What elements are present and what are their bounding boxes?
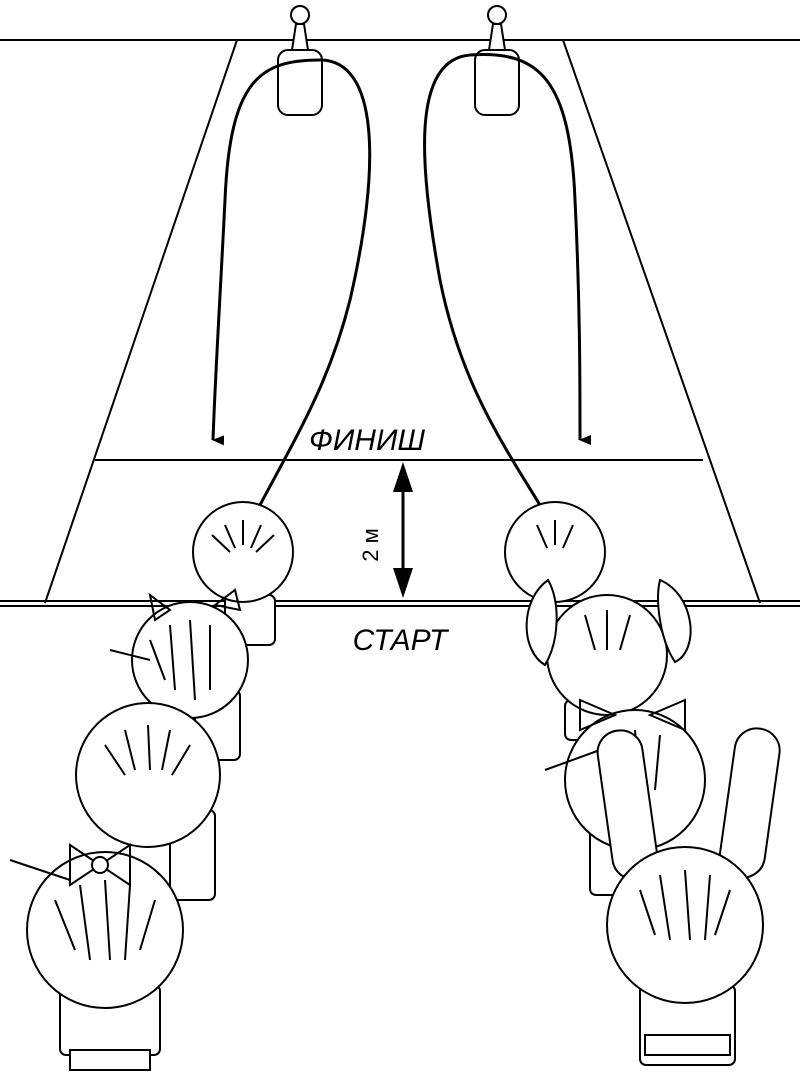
finish-label: ФИНИШ — [309, 424, 425, 457]
child-right-4 — [596, 727, 781, 1066]
pin-left — [277, 5, 323, 116]
distance-label: 2 м — [358, 528, 383, 561]
left-side-line — [44, 39, 238, 604]
arrow-down-icon — [393, 568, 413, 598]
path-arrow-left — [211, 58, 372, 506]
pin-right — [474, 5, 520, 116]
child-left-1 — [192, 501, 294, 646]
path-arrow-right — [423, 52, 592, 506]
child-left-4 — [9, 843, 184, 1071]
start-label: СТАРТ — [353, 624, 450, 657]
court-lines — [0, 39, 800, 607]
arrow-up-icon — [393, 462, 413, 492]
child-left-3 — [75, 702, 221, 901]
right-side-line — [562, 39, 761, 604]
child-right-1 — [504, 501, 606, 603]
